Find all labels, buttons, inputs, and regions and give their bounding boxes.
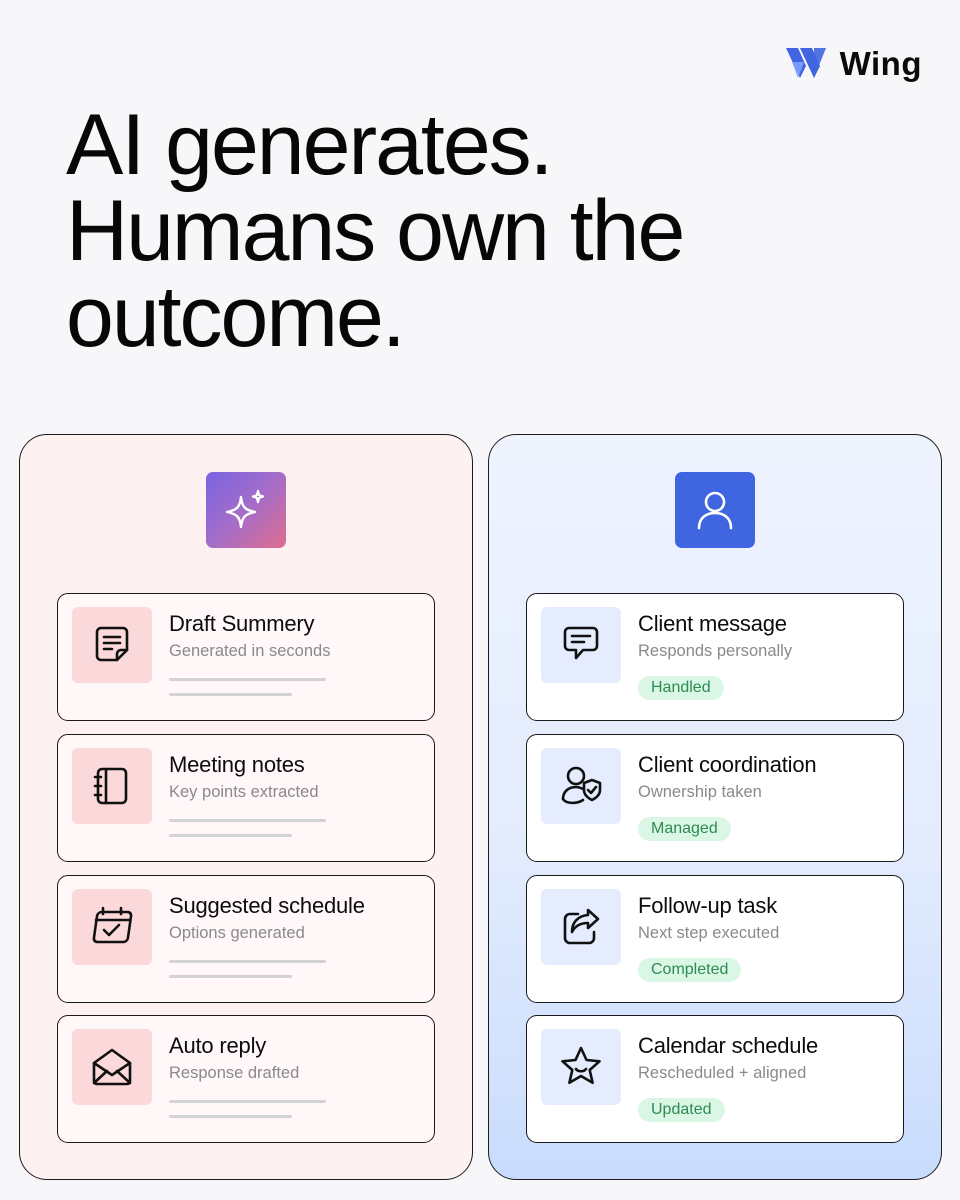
user-check-icon xyxy=(561,766,602,805)
card-subtitle: Response drafted xyxy=(169,1064,300,1082)
card-title: Meeting notes xyxy=(169,752,305,777)
headline-line-2: Humans own the xyxy=(66,183,685,279)
ai-card-suggested-schedule[interactable]: Suggested schedule Options generated xyxy=(57,875,435,1003)
card-title: Draft Summery xyxy=(169,611,315,636)
human-card-client-coordination[interactable]: Client coordination Ownership taken Mana… xyxy=(526,734,904,862)
share-arrow-icon xyxy=(563,908,600,945)
wing-logo-icon xyxy=(785,48,826,78)
headline: AI generates. Humans own the outcome. xyxy=(66,102,826,360)
card-title: Client coordination xyxy=(638,752,817,777)
headline-line-1: AI generates. xyxy=(66,97,554,193)
card-title: Client message xyxy=(638,611,787,636)
ai-card-meeting-notes[interactable]: Meeting notes Key points extracted xyxy=(57,734,435,862)
card-subtitle: Rescheduled + aligned xyxy=(638,1064,807,1082)
ai-panel-icon-tile xyxy=(206,472,286,548)
chat-icon xyxy=(563,626,599,660)
placeholder-line xyxy=(169,834,292,837)
placeholder-line xyxy=(169,693,292,696)
card-icon-tile xyxy=(541,607,621,683)
status-badge: Updated xyxy=(638,1098,725,1122)
status-badge: Managed xyxy=(638,817,731,841)
ai-panel: Draft Summery Generated in seconds Meeti… xyxy=(19,434,473,1180)
card-subtitle: Responds personally xyxy=(638,642,793,660)
brand-name: Wing xyxy=(839,45,922,82)
placeholder-line xyxy=(169,1115,292,1118)
card-icon-tile xyxy=(72,607,152,683)
card-icon-tile xyxy=(541,1029,621,1105)
card-subtitle: Key points extracted xyxy=(169,783,319,801)
card-icon-tile xyxy=(72,1029,152,1105)
human-panel: Client message Responds personally Handl… xyxy=(488,434,942,1180)
human-card-calendar-schedule[interactable]: Calendar schedule Rescheduled + aligned … xyxy=(526,1015,904,1143)
ai-card-draft-summary[interactable]: Draft Summery Generated in seconds xyxy=(57,593,435,721)
placeholder-line xyxy=(169,960,326,963)
card-title: Suggested schedule xyxy=(169,893,365,918)
card-subtitle: Next step executed xyxy=(638,924,780,942)
human-panel-icon-tile xyxy=(675,472,755,548)
card-subtitle: Options generated xyxy=(169,924,305,942)
user-icon xyxy=(697,491,733,530)
status-badge: Completed xyxy=(638,958,742,982)
human-card-client-message[interactable]: Client message Responds personally Handl… xyxy=(526,593,904,721)
calendar-check-icon xyxy=(92,906,133,944)
card-icon-tile xyxy=(72,889,152,965)
placeholder-line xyxy=(169,819,326,822)
placeholder-line xyxy=(169,975,292,978)
ai-card-auto-reply[interactable]: Auto reply Response drafted xyxy=(57,1015,435,1143)
card-subtitle: Generated in seconds xyxy=(169,642,331,660)
card-icon-tile xyxy=(541,748,621,824)
card-icon-tile xyxy=(72,748,152,824)
card-icon-tile xyxy=(541,889,621,965)
placeholder-line xyxy=(169,678,326,681)
card-subtitle: Ownership taken xyxy=(638,783,762,801)
card-title: Auto reply xyxy=(169,1033,267,1058)
mail-open-icon xyxy=(92,1048,132,1086)
star-icon xyxy=(561,1046,601,1085)
headline-line-3: outcome. xyxy=(66,269,406,365)
notebook-icon xyxy=(93,767,128,805)
card-title: Calendar schedule xyxy=(638,1033,819,1058)
human-card-follow-up-task[interactable]: Follow-up task Next step executed Comple… xyxy=(526,875,904,1003)
brand-logo[interactable]: Wing xyxy=(784,44,922,84)
sparkles-icon xyxy=(225,489,265,529)
status-badge: Handled xyxy=(638,676,724,700)
placeholder-line xyxy=(169,1100,326,1103)
note-icon xyxy=(95,626,129,662)
card-title: Follow-up task xyxy=(638,893,778,918)
